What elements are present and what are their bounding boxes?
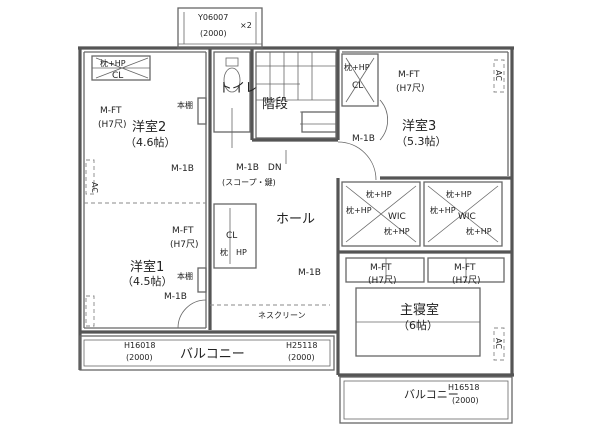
- ac-label-w3: AC: [494, 70, 503, 81]
- balcony-main-label: バルコニー: [180, 347, 245, 362]
- master-h7-right: (H7尺): [452, 275, 481, 286]
- wic-left: 枕+HP 枕+HP WIC 枕+HP: [341, 181, 421, 247]
- closet-western1: CL 枕 HP: [213, 203, 257, 269]
- door-m1b-w3: M-1B: [352, 134, 375, 144]
- door-swing-w3: [379, 99, 389, 141]
- western3-size: （5.3帖）: [396, 135, 447, 148]
- wic-left-makura-hp: 枕+HP: [366, 189, 392, 199]
- ac-unit-right-top: AC: [493, 59, 505, 93]
- closet-western2: 枕+HP CL: [91, 55, 151, 81]
- ac-unit-left2: [85, 295, 95, 327]
- window-code: Y06007: [197, 13, 228, 22]
- western1-name: 洋室1: [130, 259, 164, 275]
- w3-makura-hp: 枕+HP: [344, 62, 370, 72]
- wic-left-makura-hp2: 枕+HP: [346, 205, 372, 215]
- bookshelf-upper: 本棚: [177, 97, 207, 125]
- western1-size: （4.5帖）: [122, 275, 173, 288]
- top-window-box: Y06007 (2000) ×2: [177, 7, 263, 49]
- door-scope: (スコープ・鍵): [222, 177, 276, 187]
- closet-label: CL: [112, 71, 123, 81]
- closet-w1-makura: 枕: [220, 247, 228, 257]
- balcony-main: バルコニー H16018 (2000) H25118 (2000): [79, 335, 335, 371]
- master-mft-left: M-FT: [370, 263, 392, 273]
- door-m1b-w1: M-1B: [164, 292, 187, 302]
- w3-h7: (H7尺): [396, 83, 425, 94]
- exterior-walls: [78, 46, 514, 377]
- window-h16018: H16018: [124, 341, 155, 350]
- door-m1b-dn: M-1B DN: [236, 163, 282, 173]
- western2-size: （4.6帖）: [125, 136, 176, 149]
- closet-w1-label: CL: [226, 231, 237, 241]
- stairs: 階段: [255, 51, 337, 139]
- wic-right-makura-hp2: 枕+HP: [430, 205, 456, 215]
- window-size: (2000): [200, 29, 227, 38]
- hall-label: ホール: [276, 212, 315, 227]
- bookshelf-label-upper: 本棚: [177, 100, 193, 110]
- toilet-room: トイレ: [213, 51, 258, 148]
- window-count: ×2: [240, 21, 252, 30]
- window-h16518-size: (2000): [452, 396, 479, 405]
- wic-right-label: WIC: [458, 212, 476, 222]
- wic-right-makura-hp3: 枕+HP: [466, 226, 492, 236]
- stairs-label: 階段: [262, 97, 288, 112]
- door-swing-w1: [177, 299, 207, 329]
- western2-room: 洋室2 （4.6帖） M-FT (H7尺) M-1B: [98, 106, 194, 174]
- wic-right-makura-hp: 枕+HP: [446, 189, 472, 199]
- toilet-label: トイレ: [219, 81, 258, 96]
- master-mft-right: M-FT: [454, 263, 476, 273]
- wic-left-makura-hp3: 枕+HP: [384, 226, 410, 236]
- window-h16018-size: (2000): [126, 353, 153, 362]
- door-m1b-w2: M-1B: [171, 164, 194, 174]
- ac-label-left: AC: [90, 182, 99, 193]
- window-h7-w1: (H7尺): [170, 239, 199, 250]
- western3-room: 枕+HP CL M-FT (H7尺) 洋室3 （5.3帖） M-1B: [341, 53, 447, 148]
- western1-room: 洋室1 （4.5帖） M-FT (H7尺) M-1B: [122, 226, 199, 302]
- window-h25118-size: (2000): [288, 353, 315, 362]
- door-m1b-master: M-1B: [298, 268, 321, 278]
- balcony-right-label: バルコニー: [404, 388, 459, 401]
- w3-closet: CL: [352, 81, 363, 91]
- window-h7-w2: (H7尺): [98, 119, 127, 130]
- window-h16518: H16518: [448, 383, 479, 392]
- western3-name: 洋室3: [402, 118, 436, 134]
- screen-label: ネスクリーン: [258, 311, 306, 320]
- master-bedroom: M-FT (H7尺) M-FT (H7尺) 主寝室 （6帖）: [345, 257, 505, 357]
- window-mft-w1: M-FT: [172, 226, 194, 236]
- w3-mft: M-FT: [398, 70, 420, 80]
- window-h25118: H25118: [286, 341, 317, 350]
- master-name: 主寝室: [400, 302, 439, 318]
- window-mft-w2: M-FT: [100, 106, 122, 116]
- wic-left-label: WIC: [388, 212, 406, 222]
- wic-right: 枕+HP 枕+HP WIC 枕+HP: [423, 181, 503, 247]
- bookshelf-lower: 本棚: [177, 267, 207, 293]
- door-swing-hall: [337, 141, 377, 181]
- master-h7-left: (H7尺): [368, 275, 397, 286]
- master-size: （6帖）: [398, 319, 438, 332]
- bookshelf-label-lower: 本棚: [177, 271, 193, 281]
- western2-name: 洋室2: [132, 119, 166, 135]
- ac-unit-right-bottom: AC: [493, 327, 505, 361]
- makura-hp-label: 枕+HP: [100, 58, 126, 68]
- hall-area: ホール M-1B DN (スコープ・鍵) M-1B ネスクリーン: [210, 141, 377, 320]
- balcony-right: バルコニー H16518 (2000): [339, 376, 513, 424]
- closet-w1-hp: HP: [236, 248, 247, 257]
- ac-unit-left: AC: [85, 159, 99, 195]
- ac-label-master: AC: [494, 338, 503, 349]
